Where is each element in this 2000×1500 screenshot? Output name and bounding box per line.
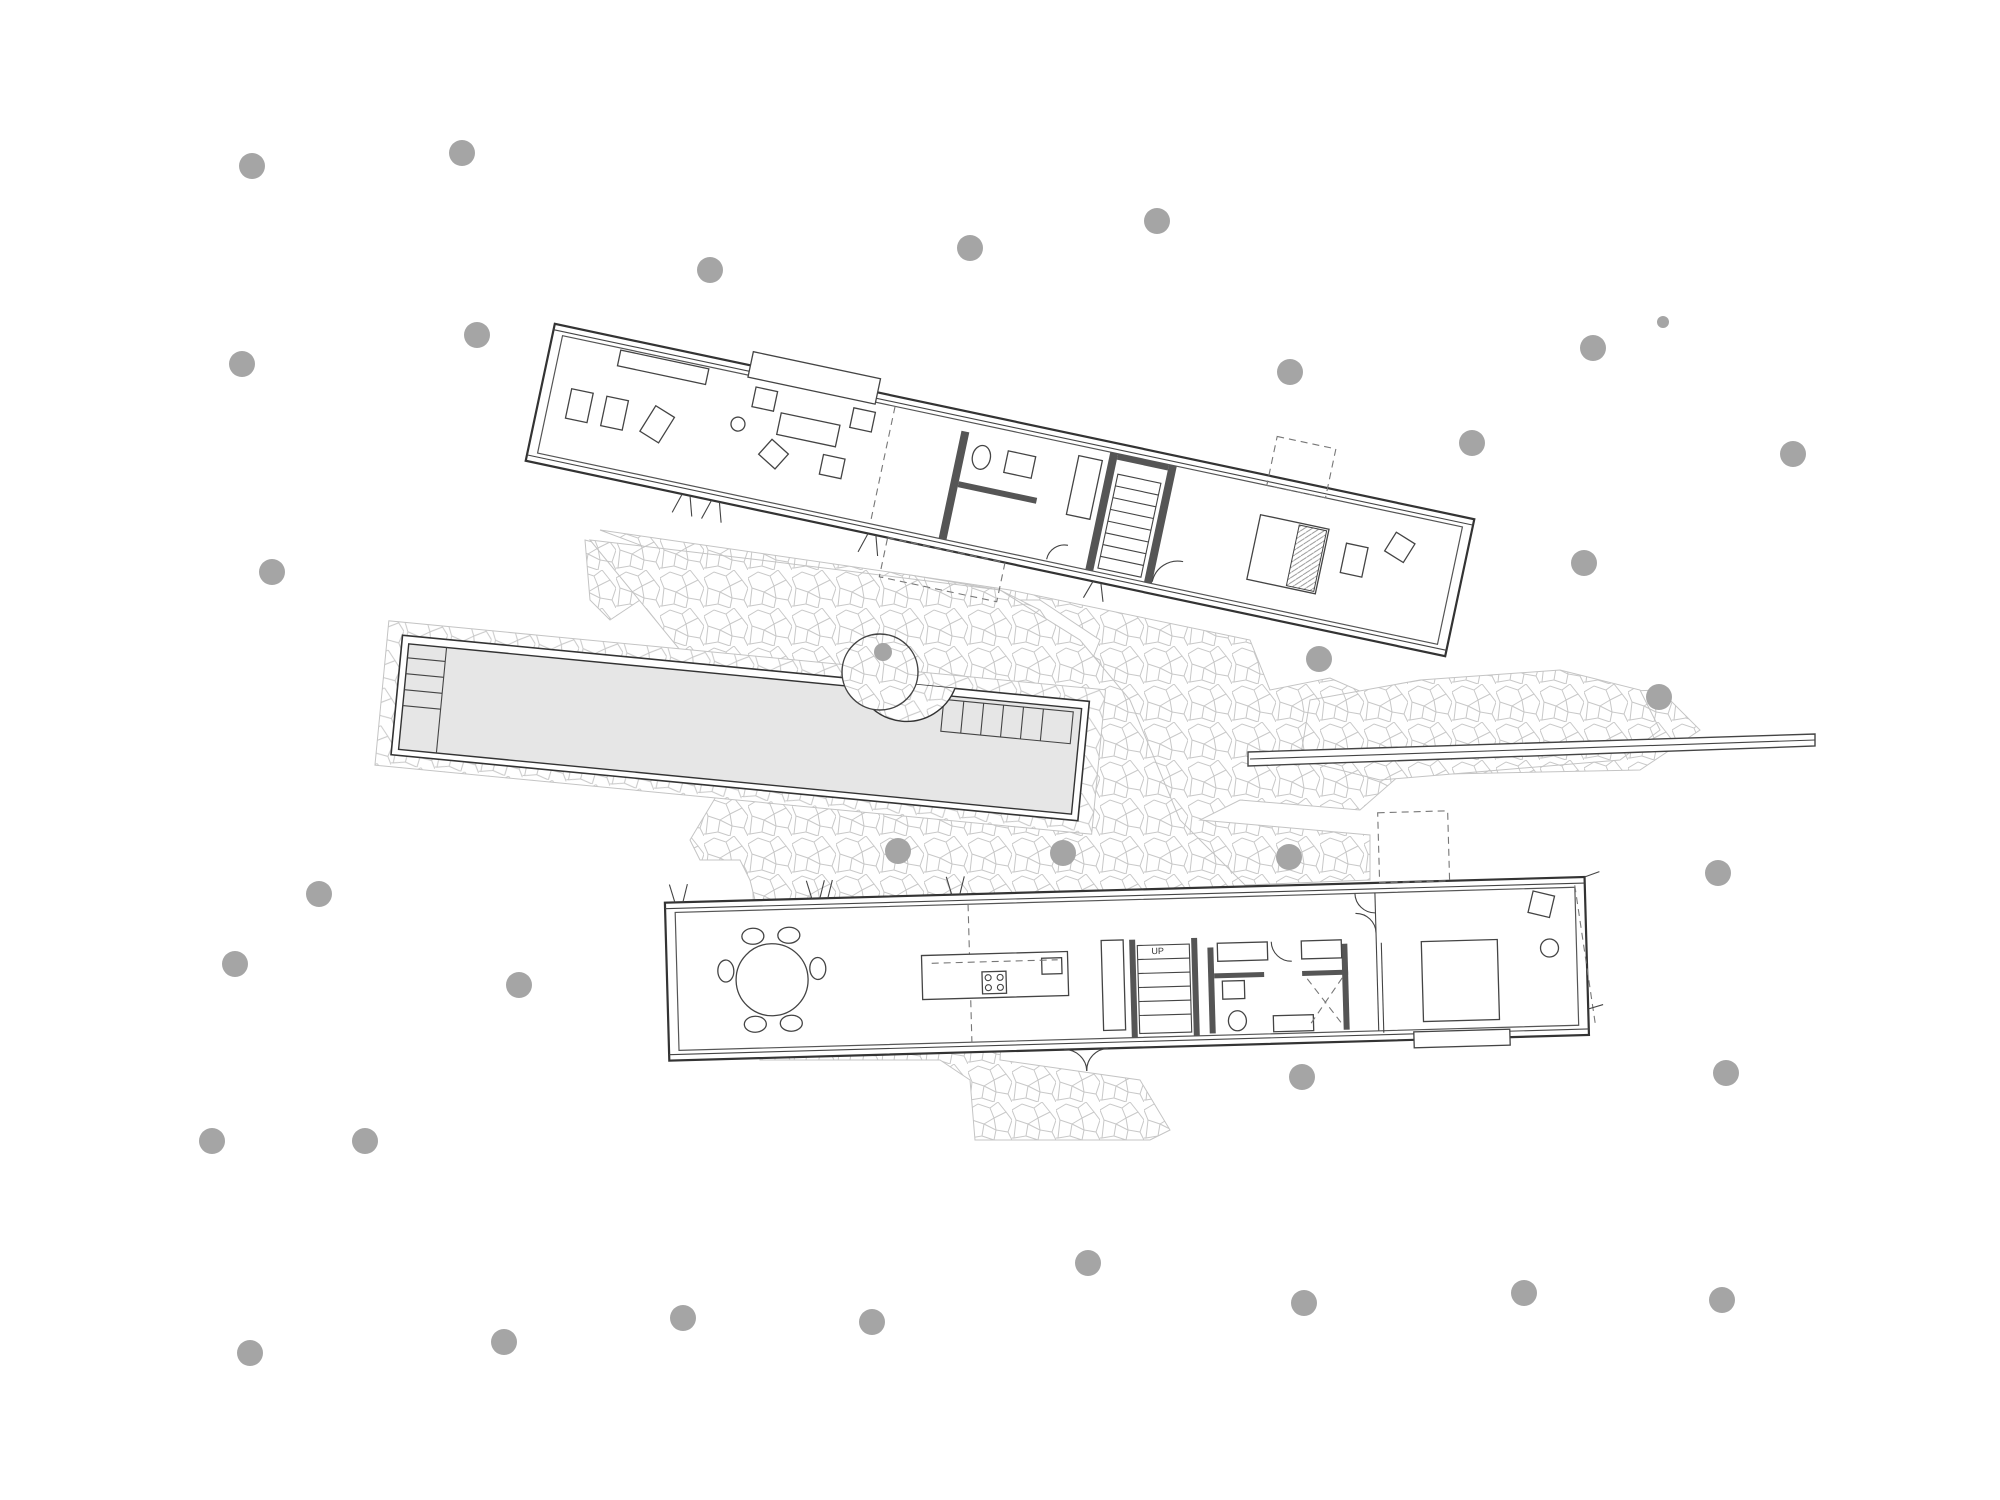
lower-sink xyxy=(1221,979,1246,1000)
dining-chair-4 xyxy=(809,956,827,981)
tree xyxy=(464,322,490,348)
cooktop xyxy=(981,970,1008,995)
pool-steps-west xyxy=(402,647,448,754)
dining-chair-5 xyxy=(743,1015,767,1033)
tree xyxy=(222,951,248,977)
tree xyxy=(1571,550,1597,576)
dining-chair-6 xyxy=(779,1014,803,1032)
upper-deck-outline xyxy=(878,537,1006,603)
dining-set xyxy=(717,926,827,1033)
armchair-3 xyxy=(757,438,790,470)
upper-sink xyxy=(1002,450,1037,479)
lower-stair-label: UP xyxy=(1151,946,1164,956)
tree xyxy=(697,257,723,283)
upper-louvres xyxy=(671,493,1104,602)
upper-bed-blanket xyxy=(1285,524,1328,593)
tree xyxy=(874,643,892,661)
tree xyxy=(506,972,532,998)
lounge-chair-1 xyxy=(564,387,594,424)
side-table xyxy=(730,416,746,432)
lower-bedroom-chair xyxy=(1527,890,1556,919)
tree xyxy=(259,559,285,585)
tree xyxy=(1713,1060,1739,1086)
tree xyxy=(237,1340,263,1366)
round-planter xyxy=(841,633,919,711)
upper-bedside xyxy=(1339,542,1369,578)
lower-louvres xyxy=(668,871,1604,1010)
lower-bed xyxy=(1420,938,1501,1023)
lower-vanity xyxy=(1216,941,1269,962)
pool-steps-east xyxy=(940,698,1074,745)
upper-door-swing xyxy=(1151,560,1184,582)
pool xyxy=(374,620,1107,835)
lounge-chair-3 xyxy=(638,404,676,444)
upper-bedroom-chair xyxy=(1383,531,1416,564)
tree xyxy=(1277,359,1303,385)
tree xyxy=(1291,1290,1317,1316)
upper-wardrobe xyxy=(1065,454,1104,521)
tree xyxy=(1075,1250,1101,1276)
dining-chair-1 xyxy=(741,927,765,945)
lower-bedside xyxy=(1539,938,1560,958)
lower-stair: UP xyxy=(1129,937,1200,1038)
upper-pavilion xyxy=(524,322,1476,658)
tree xyxy=(229,351,255,377)
tree xyxy=(670,1305,696,1331)
lower-pavilion: UP xyxy=(663,810,1604,1072)
tree xyxy=(1276,844,1302,870)
tree xyxy=(1709,1287,1735,1313)
lower-pavilion-envelope xyxy=(663,875,1591,1062)
tree xyxy=(1050,840,1076,866)
tree xyxy=(199,1128,225,1154)
tree xyxy=(957,235,983,261)
tree xyxy=(859,1309,885,1335)
tree xyxy=(1289,1064,1315,1090)
armchair-1 xyxy=(751,386,779,412)
tree xyxy=(239,153,265,179)
kitchen-pantry xyxy=(1100,939,1127,1032)
tree xyxy=(1144,208,1170,234)
dining-table xyxy=(735,943,809,1017)
tree xyxy=(352,1128,378,1154)
kitchen-sink xyxy=(1040,956,1063,975)
tree xyxy=(1580,335,1606,361)
trees xyxy=(199,140,1806,1366)
tree xyxy=(1646,684,1672,710)
upper-bay-window xyxy=(747,350,882,405)
dining-chair-2 xyxy=(777,926,801,944)
kitchen-island xyxy=(920,950,1070,1001)
lower-deck-outline xyxy=(1377,810,1451,884)
tree xyxy=(1705,860,1731,886)
lower-shower-bench xyxy=(1300,939,1343,960)
lower-toilet xyxy=(1227,1010,1248,1032)
coffee-table xyxy=(775,412,841,448)
lounge-chair-2 xyxy=(599,395,630,431)
tree xyxy=(449,140,475,166)
tree xyxy=(491,1329,517,1355)
upper-toilet xyxy=(971,444,992,470)
tree xyxy=(1511,1280,1537,1306)
entry-boardwalk xyxy=(1247,733,1816,767)
armchair-2 xyxy=(848,407,877,433)
lower-bay-window xyxy=(1413,1028,1511,1049)
upper-sideboard xyxy=(616,349,710,386)
tree xyxy=(1657,316,1669,328)
tree xyxy=(306,881,332,907)
lower-bath-shelf xyxy=(1272,1013,1315,1033)
tree xyxy=(1780,441,1806,467)
upper-stair xyxy=(1097,473,1162,578)
armchair-4 xyxy=(818,453,846,480)
tree xyxy=(885,838,911,864)
lower-entry-door xyxy=(1064,1049,1088,1072)
tree xyxy=(1459,430,1485,456)
tree xyxy=(1306,646,1332,672)
dining-chair-3 xyxy=(717,959,735,983)
